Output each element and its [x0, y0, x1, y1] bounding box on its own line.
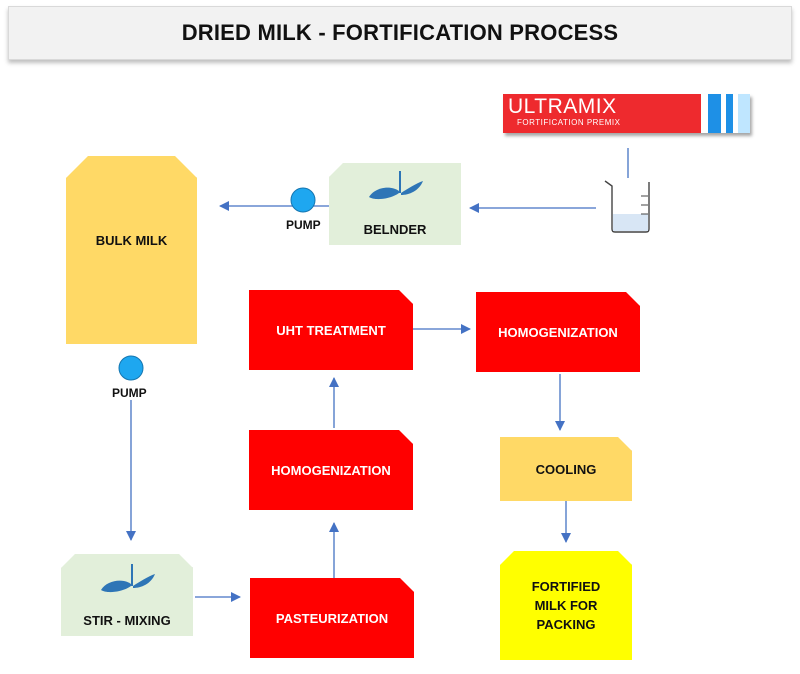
uht-treatment-box: UHT TREATMENT — [249, 290, 413, 370]
logo-name: ULTRAMIX — [508, 95, 617, 118]
fortified-label-line3: PACKING — [536, 617, 596, 632]
mixer-blade-icon — [369, 171, 423, 200]
pump-label-left: PUMP — [112, 386, 147, 400]
fortified-label-line1: FORTIFIED — [531, 579, 601, 594]
homogenization-box-2: HOMOGENIZATION — [476, 292, 640, 372]
blender-box: BELNDER — [329, 163, 461, 245]
blender-label: BELNDER — [363, 222, 427, 237]
homogenization-label-1: HOMOGENIZATION — [271, 462, 391, 478]
pump-label-top: PUMP — [286, 218, 321, 232]
pasteurization-label: PASTEURIZATION — [275, 610, 389, 626]
logo-subtitle: FORTIFICATION PREMIX — [517, 118, 621, 127]
mixer-blade-icon — [97, 564, 157, 604]
cooling-box: COOLING — [500, 437, 632, 501]
fortified-milk-box: FORTIFIED MILK FOR PACKING — [500, 551, 632, 660]
bulk-milk-tank: BULK MILK — [66, 156, 197, 344]
ultramix-logo: ULTRAMIX FORTIFICATION PREMIX — [503, 94, 750, 133]
homogenization-label-2: HOMOGENIZATION — [498, 324, 618, 340]
stir-mixing-box: STIR - MIXING — [61, 554, 193, 636]
logo-stripes-icon — [701, 94, 750, 133]
beaker-icon — [604, 180, 650, 233]
bulk-milk-label: BULK MILK — [95, 232, 168, 248]
pump-icon — [290, 187, 316, 213]
stir-mixing-label: STIR - MIXING — [83, 613, 171, 628]
uht-treatment-label: UHT TREATMENT — [276, 322, 386, 338]
page-title: DRIED MILK - FORTIFICATION PROCESS — [181, 20, 619, 45]
fortified-label-line2: MILK FOR — [534, 598, 598, 613]
pasteurization-box: PASTEURIZATION — [250, 578, 414, 658]
homogenization-box-1: HOMOGENIZATION — [249, 430, 413, 510]
pump-icon — [118, 355, 144, 381]
cooling-label: COOLING — [535, 461, 597, 477]
title-bar: DRIED MILK - FORTIFICATION PROCESS — [8, 6, 792, 60]
